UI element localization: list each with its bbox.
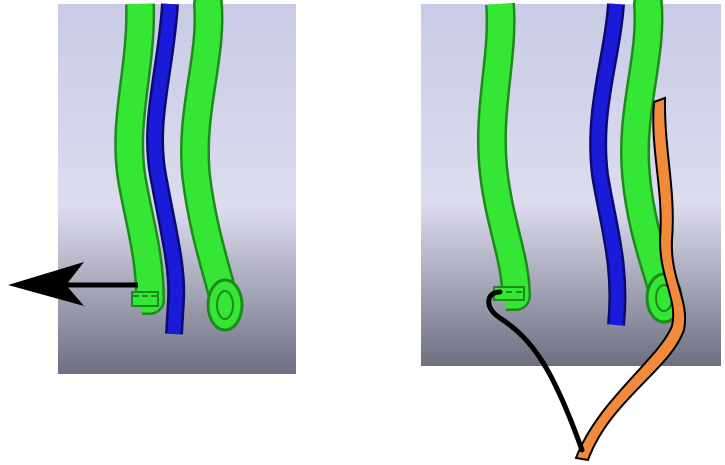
right-panel bbox=[421, 4, 721, 460]
green-loop bbox=[208, 280, 242, 330]
left-panel bbox=[8, 4, 296, 374]
green-foot bbox=[132, 292, 158, 306]
